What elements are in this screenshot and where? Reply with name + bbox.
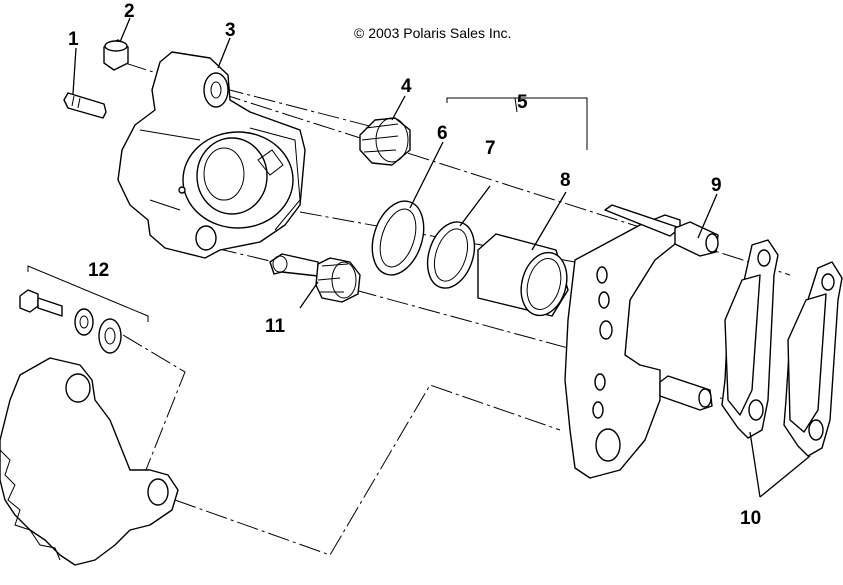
callout-8: 8 <box>560 170 571 191</box>
callout-7: 7 <box>485 138 496 159</box>
caliper-mount-bracket <box>0 357 179 566</box>
callout-labels: 1 2 3 4 5 6 7 8 9 10 11 12 <box>68 1 761 529</box>
bracket-12 <box>27 265 149 322</box>
brake-pad-outer-part-10 <box>783 261 843 457</box>
callout-3: 3 <box>225 20 236 41</box>
sliding-pin-part-11 <box>269 253 361 303</box>
mounting-bracket-part-9 <box>564 204 719 479</box>
callout-1: 1 <box>68 29 79 50</box>
callout-2: 2 <box>124 1 135 22</box>
boot-part-4 <box>359 117 411 166</box>
callout-12: 12 <box>88 260 109 281</box>
guide-pin-part-1 <box>63 92 107 119</box>
lock-washer-part-12 <box>98 318 122 354</box>
seal-ring-part-7 <box>426 221 476 289</box>
bushing-part-2 <box>103 39 129 71</box>
bracket-5 <box>446 97 588 150</box>
seal-ring-part-6 <box>371 200 425 276</box>
caliper-housing-part-3 <box>117 51 306 259</box>
callout-5: 5 <box>517 92 528 113</box>
piston-part-8 <box>477 233 569 317</box>
callout-6: 6 <box>437 123 448 144</box>
washer-part-12 <box>74 308 94 336</box>
bolt-part-12 <box>19 289 63 317</box>
callout-4: 4 <box>401 76 412 97</box>
brake-pad-inner-part-10 <box>721 239 779 439</box>
copyright-notice: © 2003 Polaris Sales Inc. <box>354 25 511 41</box>
callout-10: 10 <box>740 508 761 529</box>
callout-11: 11 <box>265 316 286 337</box>
callout-9: 9 <box>711 175 722 196</box>
leader-lines <box>72 17 811 498</box>
